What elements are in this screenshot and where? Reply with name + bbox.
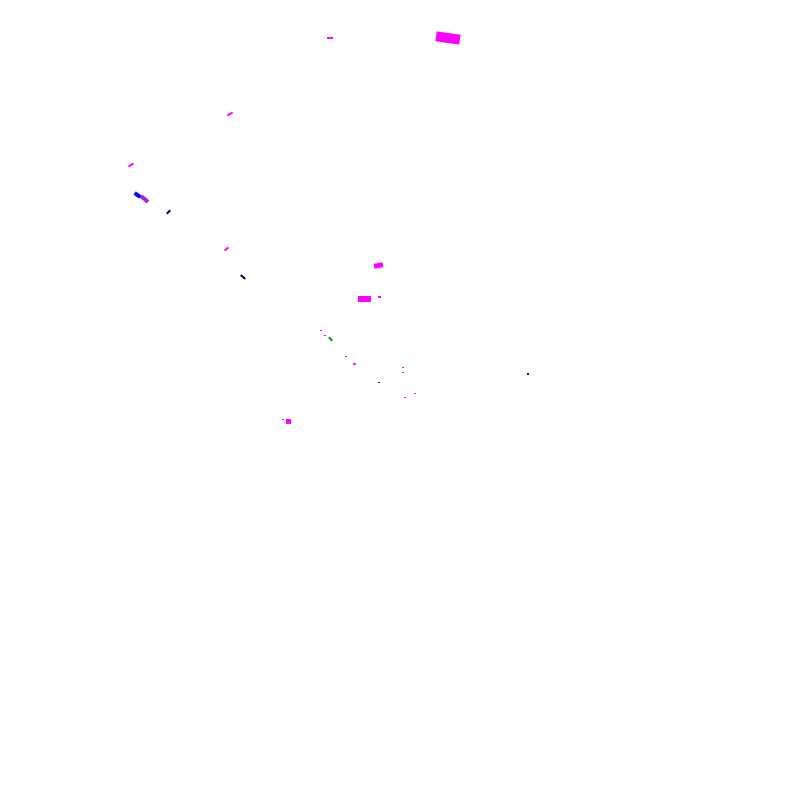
- speck-tiny-6: [404, 397, 406, 398]
- speck-tiny-4: [402, 372, 404, 373]
- speck-center-blob: [358, 296, 371, 302]
- speck-top-right-blob: [435, 31, 461, 45]
- speck-left-dash: [127, 162, 135, 168]
- speck-tiny-1: [324, 335, 326, 336]
- speck-center-dot: [378, 296, 381, 298]
- speck-tiny-2: [345, 356, 347, 357]
- speck-green-dash: [328, 336, 333, 342]
- speck-mid-left-dash: [223, 246, 230, 252]
- speck-tiny-5: [378, 382, 380, 383]
- speck-upper-left-dash: [226, 111, 234, 117]
- speck-tiny-9: [443, 36, 445, 37]
- speck-lower-left-blob: [286, 419, 291, 424]
- speck-tiny-3: [402, 367, 404, 368]
- speck-top-dash: [327, 37, 333, 39]
- speck-left-cluster-violet: [139, 194, 150, 204]
- speck-center-lower-dot: [352, 362, 357, 366]
- speck-left-cluster-blue: [133, 191, 142, 199]
- speck-tiny-0: [320, 330, 322, 331]
- speck-tiny-7: [414, 393, 416, 394]
- speck-left-navy-dash: [166, 209, 171, 215]
- speck-center-blob-small: [373, 262, 384, 269]
- speck-mid-navy-dash: [240, 274, 246, 280]
- speck-tiny-8: [282, 419, 284, 420]
- speck-right-dot: [527, 373, 529, 375]
